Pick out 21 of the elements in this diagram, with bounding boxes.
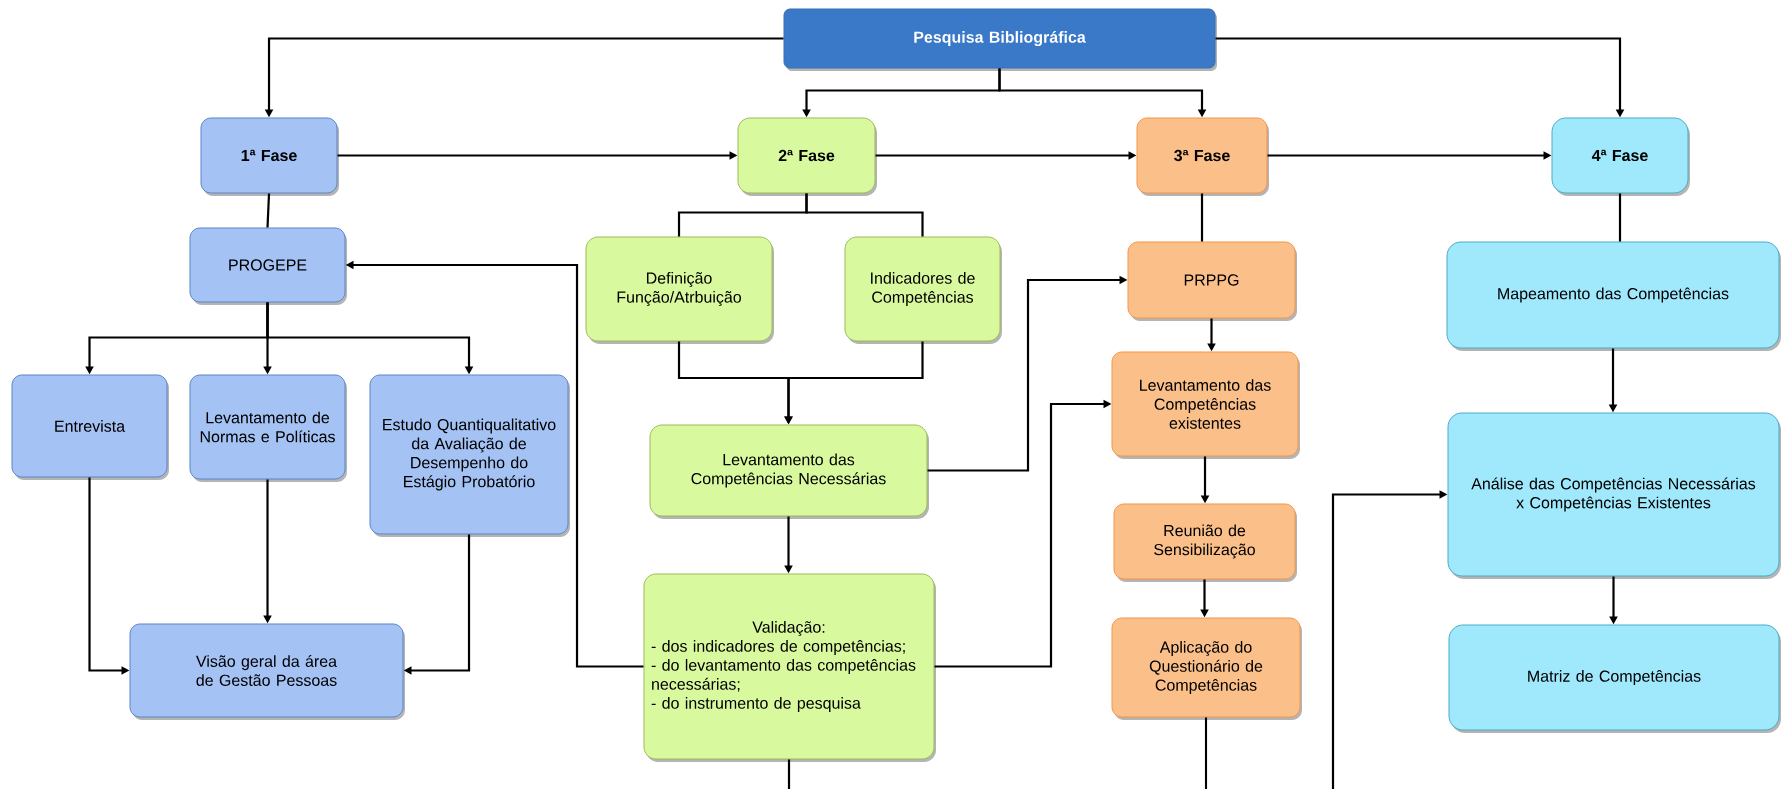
process-box: Levantamento das Competências existentes [1111, 351, 1300, 459]
process-box: Matriz de Competências [1448, 624, 1781, 733]
process-box: Levantamento de Normas e Políticas [189, 374, 347, 482]
process-box: Análise das Competências Necessárias x Competências Existentes [1447, 412, 1781, 579]
phase-box: 4ª Fase [1551, 117, 1690, 196]
process-box: Estudo Quantiqualitativo da Avaliação de Desempenho do Estágio Probatório [369, 374, 570, 537]
phase-box: 3ª Fase [1136, 117, 1269, 196]
process-box: Entrevista [11, 374, 169, 480]
process-box: Visão geral da área de Gestão Pessoas [129, 623, 405, 720]
process-box: Validação: - dos indicadores de competências; - do levantamento das competências necessárias; - do instrumento de pesquisa [643, 573, 936, 762]
phase-box: 1ª Fase [200, 117, 339, 196]
title-box: Pesquisa Bibliográfica [783, 8, 1217, 71]
phase-box: 2ª Fase [737, 117, 877, 196]
process-box: Aplicação do Questionário de Competências [1111, 617, 1302, 720]
process-box: Levantamento das Competências Necessárias [649, 424, 929, 519]
process-box: Indicadores de Competências [844, 236, 1002, 344]
process-box: PRPPG [1127, 241, 1297, 321]
process-box: Mapeamento das Competências [1446, 241, 1781, 351]
process-box: Reunião de Sensibilização [1113, 503, 1297, 582]
process-box: PROGEPE [189, 227, 347, 305]
process-box: Definição Função/Atrbuição [585, 236, 774, 344]
